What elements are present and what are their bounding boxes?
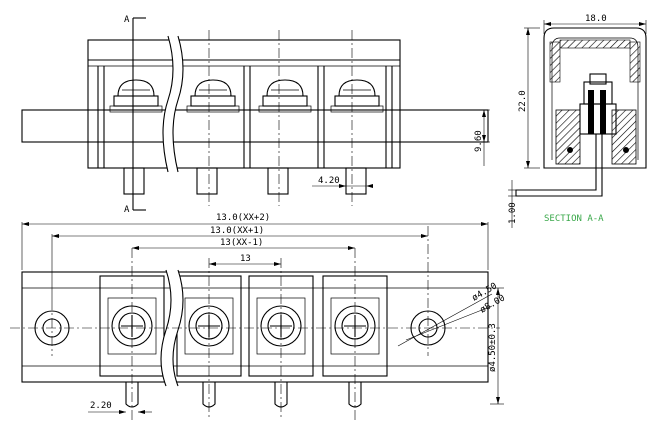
dim-pin-width: 2.20: [90, 401, 112, 411]
front-screw-heads: [109, 79, 384, 113]
dim-pin-gap: 4.20: [318, 176, 340, 186]
terminal-cells: [99, 275, 388, 377]
section-hatching: [549, 39, 641, 165]
section-caption: SECTION A-A: [544, 214, 604, 224]
front-compartments: [97, 66, 393, 168]
dim-side-width: 18.0: [585, 14, 607, 24]
front-break-mark: [162, 35, 184, 173]
dim-pitch-xm1: 13(XX-1): [220, 238, 263, 248]
dim-hole-center: ø4.50±0.3: [488, 323, 498, 372]
dim-overall-x1: 13.0(XX+1): [210, 226, 264, 236]
dim-pitch: 13: [240, 254, 251, 264]
top-view: [10, 222, 504, 420]
dim-overall-x2: 13.0(XX+2): [216, 213, 270, 223]
section-mark-top: A: [124, 15, 130, 25]
section-screw: [567, 73, 629, 153]
dim-height-right: 9.60: [474, 130, 484, 152]
section-mark-bottom: A: [124, 205, 130, 215]
dim-side-height: 22.0: [518, 90, 528, 112]
top-dimensions: [21, 222, 504, 414]
top-pins: [125, 382, 362, 408]
dim-pin-offset: 1.00: [508, 202, 518, 224]
section-line-a-a: [132, 17, 146, 211]
front-view: [21, 17, 490, 211]
section-pin: [515, 134, 603, 197]
side-section-view: [508, 20, 647, 228]
front-pins: [123, 167, 367, 195]
